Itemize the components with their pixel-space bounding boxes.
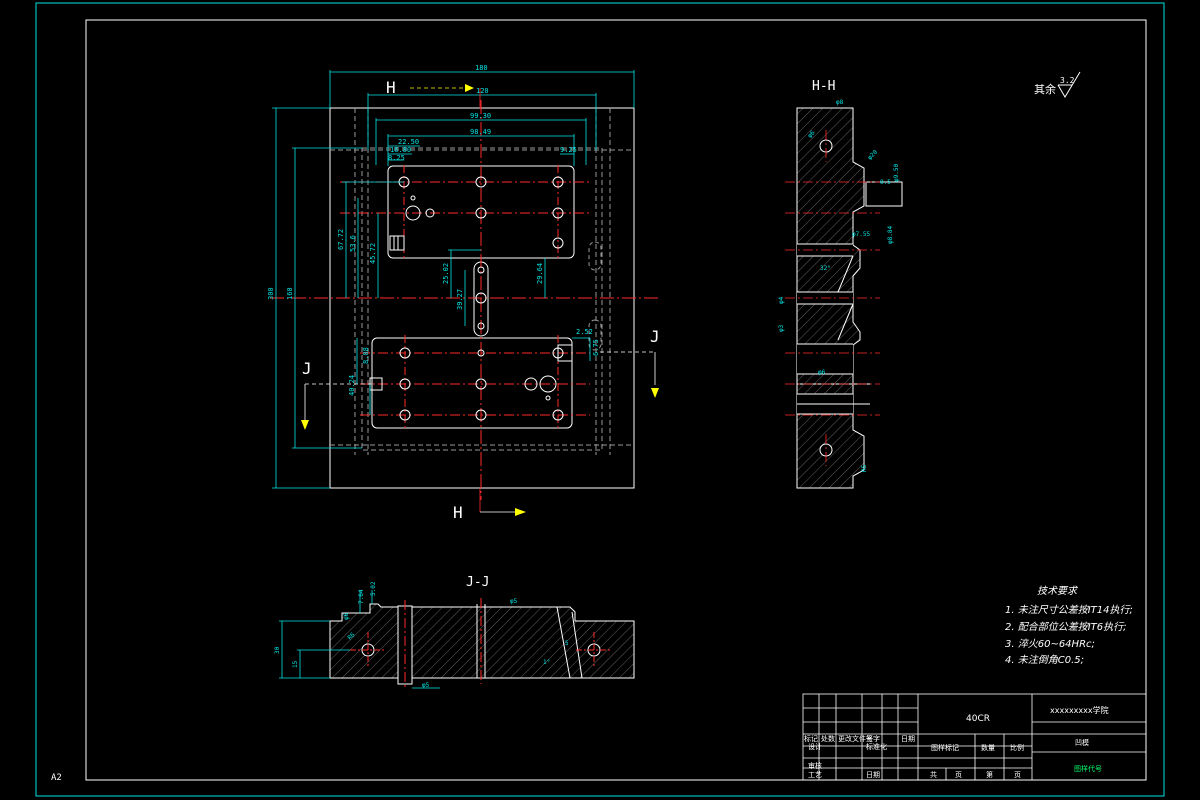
svg-text:φ20: φ20 xyxy=(866,149,879,162)
svg-text:R5: R5 xyxy=(861,464,868,472)
svg-text:φ5: φ5 xyxy=(510,598,518,605)
svg-text:25.02: 25.02 xyxy=(442,263,450,284)
svg-text:φ4: φ4 xyxy=(778,296,785,304)
svg-text:40.24: 40.24 xyxy=(348,375,356,396)
section-jj-title: J-J xyxy=(466,575,489,590)
section-hh-title: H-H xyxy=(812,79,835,94)
sheet-size-label: A2 xyxy=(51,773,62,783)
svg-text:32°: 32° xyxy=(820,265,831,272)
svg-text:6.75: 6.75 xyxy=(592,339,600,356)
tb-label: 签字 xyxy=(866,735,880,743)
svg-text:3.2: 3.2 xyxy=(1060,76,1075,85)
svg-text:R6: R6 xyxy=(346,631,356,641)
svg-text:15: 15 xyxy=(292,660,299,668)
inner-frame xyxy=(85,19,1147,781)
note-item-2: 2. 配合部位公差按IT6执行; xyxy=(1005,622,1127,633)
tb-part-name: 凹模 xyxy=(1075,739,1089,747)
svg-text:53.6: 53.6 xyxy=(349,235,357,252)
section-hh-view: H-H xyxy=(778,79,903,489)
svg-text:16.80: 16.80 xyxy=(390,146,411,154)
tb-label: 页 xyxy=(955,771,962,779)
svg-text:φ8: φ8 xyxy=(836,99,844,106)
svg-text:45.72: 45.72 xyxy=(369,243,377,264)
tb-label: 审核 xyxy=(808,762,822,770)
svg-text:8.08: 8.08 xyxy=(362,347,370,364)
svg-text:φ9.50: φ9.50 xyxy=(893,164,900,182)
notes-title: 技术要求 xyxy=(1037,586,1077,597)
svg-text:1°: 1° xyxy=(543,659,550,666)
svg-text:φ6: φ6 xyxy=(818,369,826,376)
section-jj-view: J-J 7.64 5.02 φ6 φ5 R6 xyxy=(274,575,635,690)
svg-text:300: 300 xyxy=(267,287,275,300)
svg-text:39.27: 39.27 xyxy=(456,289,464,310)
tb-label: 标记 xyxy=(804,735,818,743)
svg-text:φ6: φ6 xyxy=(343,612,350,620)
tb-label: 图样标记 xyxy=(931,744,959,752)
tb-label: 第 xyxy=(986,771,993,779)
svg-text:29.64: 29.64 xyxy=(536,263,544,284)
tb-label: 标准化 xyxy=(866,743,887,751)
tb-drawing-no: 图样代号 xyxy=(1074,765,1102,773)
cut-label-j-left: J xyxy=(302,359,312,378)
cut-label-j-right: J xyxy=(650,327,660,346)
svg-text:98.49: 98.49 xyxy=(470,128,491,136)
svg-text:120: 120 xyxy=(476,87,489,95)
svg-text:其余: 其余 xyxy=(1034,82,1056,96)
tb-label: 共 xyxy=(930,771,937,779)
tb-label: 日期 xyxy=(901,735,915,743)
note-item-4: 4. 未注倒角C0.5; xyxy=(1005,655,1084,666)
cut-label-h-top: H xyxy=(386,78,396,97)
tb-label: 页 xyxy=(1014,771,1021,779)
svg-text:180: 180 xyxy=(475,64,488,72)
svg-text:φ8.84: φ8.84 xyxy=(887,226,894,244)
tb-label: 数量 xyxy=(981,744,995,752)
outer-frame xyxy=(35,2,1165,797)
svg-text:φ5: φ5 xyxy=(422,682,430,689)
lower-plate-outline xyxy=(371,337,573,429)
svg-text:67.72: 67.72 xyxy=(337,229,345,250)
note-item-3: 3. 淬火60~64HRc; xyxy=(1005,639,1095,650)
svg-text:0.5: 0.5 xyxy=(880,179,891,186)
svg-text:22.50: 22.50 xyxy=(398,138,419,146)
tb-school: xxxxxxxxx学院 xyxy=(1050,706,1109,715)
svg-text:φ7.55: φ7.55 xyxy=(852,231,870,238)
svg-text:9.25: 9.25 xyxy=(560,146,577,154)
svg-text:5: 5 xyxy=(565,640,569,647)
tb-label: 更改文件号 xyxy=(838,735,873,743)
svg-text:99.30: 99.30 xyxy=(470,112,491,120)
title-block xyxy=(802,693,1147,781)
top-view: 180 120 99.30 98.49 22.50 16.80 8.25 9.2… xyxy=(267,64,660,522)
svg-text:φ3: φ3 xyxy=(778,324,785,332)
svg-text:8.25: 8.25 xyxy=(388,154,405,162)
top-view-hidden-frame xyxy=(361,147,603,451)
svg-text:160: 160 xyxy=(286,287,294,300)
svg-text:2.52: 2.52 xyxy=(576,328,593,336)
tb-label: 处数 xyxy=(821,735,835,743)
note-item-1: 1. 未注尺寸公差按IT14执行; xyxy=(1005,605,1133,616)
tb-label: 比例 xyxy=(1010,744,1024,752)
svg-text:5.02: 5.02 xyxy=(370,581,377,596)
svg-text:7.64: 7.64 xyxy=(358,589,365,604)
tb-label: 设计 xyxy=(808,743,822,751)
roughness-symbol: 其余 3.2 xyxy=(1034,71,1081,98)
svg-text:30: 30 xyxy=(274,646,281,654)
tb-label: 日期 xyxy=(866,771,880,779)
svg-text:φ6: φ6 xyxy=(806,129,816,139)
tb-material: 40CR xyxy=(966,714,990,724)
cut-label-h-bottom: H xyxy=(453,503,463,522)
tb-label: 工艺 xyxy=(808,771,822,779)
